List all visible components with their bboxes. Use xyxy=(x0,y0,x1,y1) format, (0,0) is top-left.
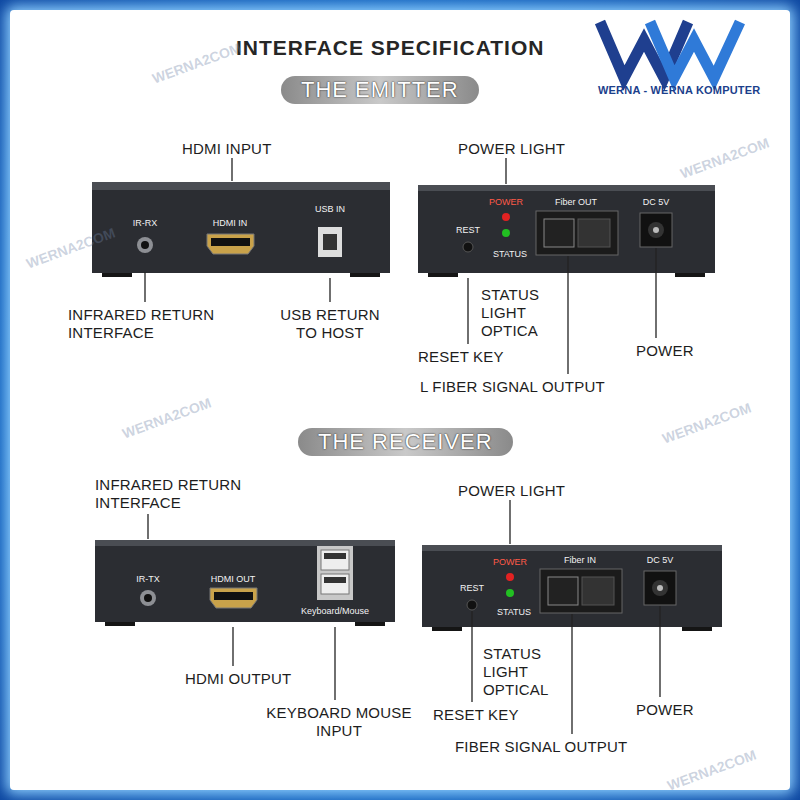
callout-label: FIBER SIGNAL OUTPUT xyxy=(455,738,627,756)
port-label: REST xyxy=(456,225,480,235)
diagram-title: INTERFACE SPECIFICATION xyxy=(236,36,544,60)
callout-label: POWER xyxy=(636,342,694,360)
device-panel: IR-RX HDMI IN USB IN xyxy=(92,182,390,277)
callout-label: USB RETURN TO HOST xyxy=(270,306,390,342)
section-title: THE EMITTER xyxy=(301,77,459,102)
callout-label: STATUS LIGHT OPTICAL xyxy=(483,645,567,699)
port-label: STATUS xyxy=(493,249,527,259)
port-label: POWER xyxy=(489,197,523,207)
section-title: THE RECEIVER xyxy=(318,429,493,454)
emitter-front-panel xyxy=(92,182,390,277)
receiver-front-panel xyxy=(95,540,395,626)
section-band: THE EMITTER xyxy=(281,76,479,104)
device-panel: IR-TX HDMI OUT Keyboard/Mouse xyxy=(95,540,395,626)
callout-label: POWER LIGHT xyxy=(458,482,565,500)
port-label: HDMI OUT xyxy=(211,574,256,584)
port-label: HDMI IN xyxy=(213,218,248,228)
brand-name: WERNA - WERNA KOMPUTER xyxy=(598,84,760,97)
callout-label: INFRARED RETURN INTERFACE xyxy=(95,476,265,512)
callout-label: KEYBOARD MOUSE INPUT xyxy=(264,704,414,740)
device-panel: POWER REST STATUS Fiber IN DC 5V xyxy=(422,545,722,627)
section-band: THE RECEIVER xyxy=(298,428,513,456)
port-label: Keyboard/Mouse xyxy=(301,606,369,616)
emitter-back-panel xyxy=(418,185,715,277)
logo-mark xyxy=(600,22,740,78)
white-sheet xyxy=(10,10,790,790)
port-label: DC 5V xyxy=(647,555,674,565)
callout-label: HDMI OUTPUT xyxy=(185,670,291,688)
device-panel: POWER REST STATUS Fiber OUT DC 5V xyxy=(418,185,715,277)
port-label: REST xyxy=(460,583,484,593)
port-label: USB IN xyxy=(315,204,345,214)
port-label: POWER xyxy=(493,557,527,567)
callout-label: STATUS LIGHT OPTICA xyxy=(481,286,565,340)
callout-label: RESET KEY xyxy=(433,706,519,724)
port-label: IR-TX xyxy=(136,574,160,584)
callout-label: RESET KEY xyxy=(418,348,504,366)
port-label: DC 5V xyxy=(643,197,670,207)
callout-label: POWER xyxy=(636,701,694,719)
callout-label: L FIBER SIGNAL OUTPUT xyxy=(420,378,605,396)
port-label: Fiber IN xyxy=(564,555,596,565)
callout-label: POWER LIGHT xyxy=(458,140,565,158)
port-label: IR-RX xyxy=(133,218,158,228)
leader-lines xyxy=(145,158,660,734)
callout-label: HDMI INPUT xyxy=(182,140,272,158)
port-label: STATUS xyxy=(497,607,531,617)
callout-label: INFRARED RETURN INTERFACE xyxy=(68,306,238,342)
port-label: Fiber OUT xyxy=(555,197,597,207)
